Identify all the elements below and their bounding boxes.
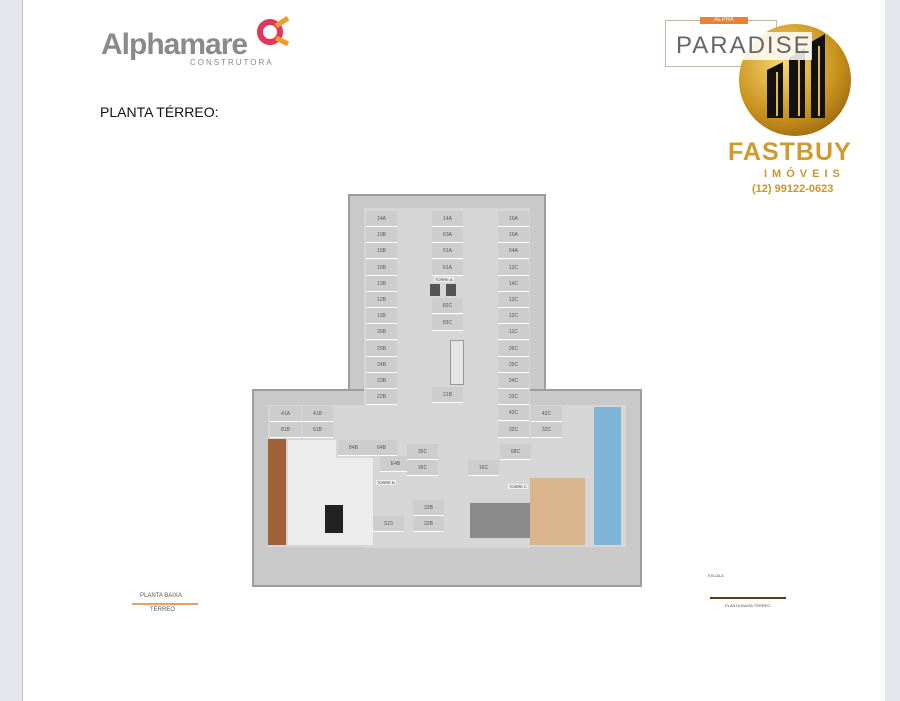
parking-stall: 83C xyxy=(432,315,463,331)
parking-stall: 12B xyxy=(366,292,397,308)
parking-stall: 13C xyxy=(498,259,529,276)
parking-stall: 13C xyxy=(498,292,529,308)
parking-stall: 26C xyxy=(498,340,529,357)
parking-stall: 16C xyxy=(468,460,499,476)
parking-stall: 64B xyxy=(366,440,397,456)
parking-stall: 12C xyxy=(498,308,529,325)
page-title: PLANTA TÉRREO: xyxy=(100,104,219,120)
wood-deck xyxy=(268,439,286,545)
parking-stall: 36C xyxy=(407,460,438,476)
agency-subtitle: IMÓVEIS xyxy=(764,168,845,180)
tower-label: TORRE C xyxy=(508,484,528,489)
pool-table xyxy=(325,505,343,533)
parking-stall: 16B xyxy=(366,259,397,276)
parking-stall: 61B xyxy=(302,422,333,438)
parking-stall: 32B xyxy=(413,516,444,532)
parking-stall: 42C xyxy=(498,405,529,422)
parking-stall: 11C xyxy=(498,324,529,341)
gym-area xyxy=(530,478,585,545)
parking-stall: 25B xyxy=(366,340,397,357)
caption-line1: PLANTA BAIXA xyxy=(140,593,182,599)
parking-stall: 13B xyxy=(366,275,397,292)
scale-note: PLANTA BAIXA TÉRREO xyxy=(725,603,771,608)
parking-stall: 14A xyxy=(432,211,463,227)
elevator-icon xyxy=(430,284,440,296)
pool xyxy=(594,407,621,545)
tower-label: TORRE B xyxy=(376,480,396,485)
builder-logo-sub: CONSTRUTORA xyxy=(190,58,274,67)
parking-stall: 16A xyxy=(498,211,529,227)
parking-stall: 64A xyxy=(498,243,529,260)
scale-bar xyxy=(710,597,786,599)
parking-stall: 23B xyxy=(366,373,397,389)
parking-stall: 21B xyxy=(432,387,463,403)
parking-stall: 25C xyxy=(498,356,529,373)
parking-stall: 32C xyxy=(531,422,562,438)
parking-stall: 15B xyxy=(366,243,397,260)
parking-stall: 84B xyxy=(338,440,369,456)
tower-label: TORRE A xyxy=(434,277,454,282)
parking-stall: 24C xyxy=(498,373,529,389)
parking-stall: 63A xyxy=(432,227,463,243)
elevator-icon xyxy=(446,284,456,296)
agency-name: FASTBUY xyxy=(728,138,852,166)
parking-stall: 81B xyxy=(270,422,301,438)
project-logo: PARADISE xyxy=(676,32,812,60)
parking-stall: 41B xyxy=(302,406,333,422)
parking-stall: 41A xyxy=(270,406,301,422)
parking-stall: 22B xyxy=(366,389,397,406)
parking-stall: 26B xyxy=(366,324,397,341)
parking-stall: 32C xyxy=(498,421,529,438)
parking-stall: 23C xyxy=(498,389,529,406)
stairs xyxy=(450,340,464,385)
parking-stall: 42C xyxy=(531,406,562,422)
parking-stall: 61A xyxy=(432,260,463,276)
caption-line2: TÉRREO xyxy=(150,607,176,613)
parking-stall: 10B xyxy=(366,227,397,244)
agency-phone: (12) 99122-0623 xyxy=(752,183,834,195)
caption-divider xyxy=(132,603,198,605)
alpha-logo-icon xyxy=(257,16,290,46)
scale-label: ESCALA xyxy=(708,573,724,578)
parking-stall: S23 xyxy=(373,516,404,532)
parking-stall: 14C xyxy=(498,275,529,292)
parking-stall: 16A xyxy=(498,227,529,244)
builder-logo: Alphamare xyxy=(101,28,248,61)
parking-stall: 33B xyxy=(413,500,444,516)
parking-stall: 24B xyxy=(366,356,397,373)
parking-stall: 35C xyxy=(407,444,438,460)
parking-stall: 61A xyxy=(432,243,463,259)
parking-stall: 14A xyxy=(366,211,397,227)
parking-stall: 68C xyxy=(500,444,531,460)
parking-stall: E4B xyxy=(380,456,411,472)
project-tag: ALPHA xyxy=(700,17,748,24)
parking-stall: 82C xyxy=(432,298,463,314)
parking-stall: 11B xyxy=(366,308,397,325)
